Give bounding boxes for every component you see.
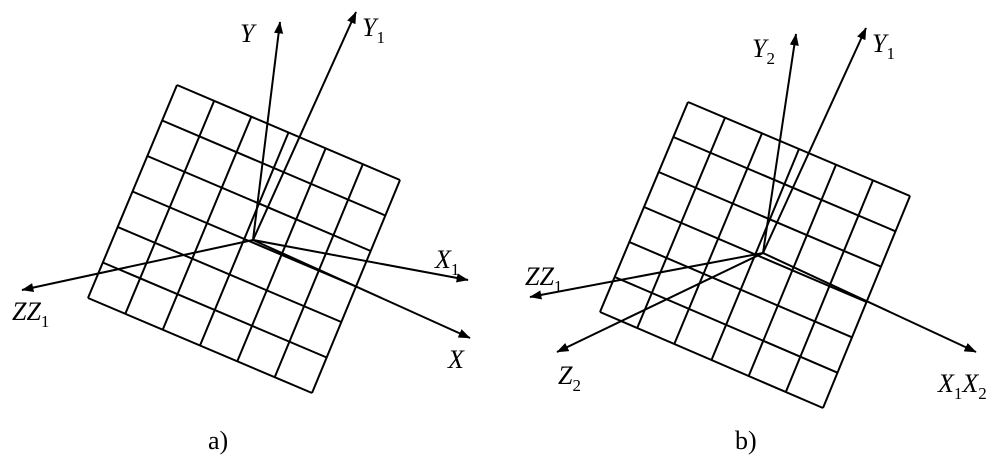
grid-line-column [199, 132, 290, 346]
caption-b: b) [735, 426, 757, 455]
label-z2-b: Z2 [558, 361, 581, 395]
grid-b [599, 101, 911, 409]
grid-a [87, 84, 401, 394]
grid-line-row [87, 297, 313, 394]
label-y2-b: Y2 [752, 34, 775, 68]
axes-a [21, 11, 471, 339]
axis-z2-b [556, 252, 764, 353]
axis-y-a [252, 21, 284, 241]
grid-line-row [102, 261, 328, 359]
label-y-a: Y [240, 19, 257, 48]
axis-zz1-b [529, 252, 764, 300]
axis-x-a [252, 239, 471, 339]
grid-line-row [599, 311, 824, 409]
label-zz1-a: ZZ1 [12, 297, 49, 331]
label-x1-a: X1 [434, 245, 459, 279]
grid-line-column [747, 164, 837, 377]
panel-b: Y2 Y1 ZZ1 Z2 X1X2 b) [525, 27, 987, 455]
label-x1x2-b: X1X2 [937, 369, 987, 403]
grid-line-row [117, 226, 342, 323]
axis-x1-a [252, 239, 469, 283]
label-y1-b: Y1 [872, 29, 895, 63]
label-y1-a: Y1 [362, 13, 385, 47]
axis-y2-b [762, 33, 799, 254]
grid-line-row [614, 276, 838, 374]
axis-y1-b [762, 27, 867, 254]
caption-a: a) [208, 426, 228, 455]
label-x-a: X [447, 345, 465, 374]
axes-b [529, 27, 977, 353]
grid-line-column [784, 179, 874, 393]
grid-line-column [236, 147, 327, 362]
axis-y1-a [252, 11, 357, 241]
panel-a: Y Y1 X1 X ZZ1 a) [12, 11, 471, 455]
label-zz1-b: ZZ1 [525, 262, 562, 296]
axis-x1x2-b [762, 252, 977, 353]
axis-zz1-a [21, 239, 254, 293]
